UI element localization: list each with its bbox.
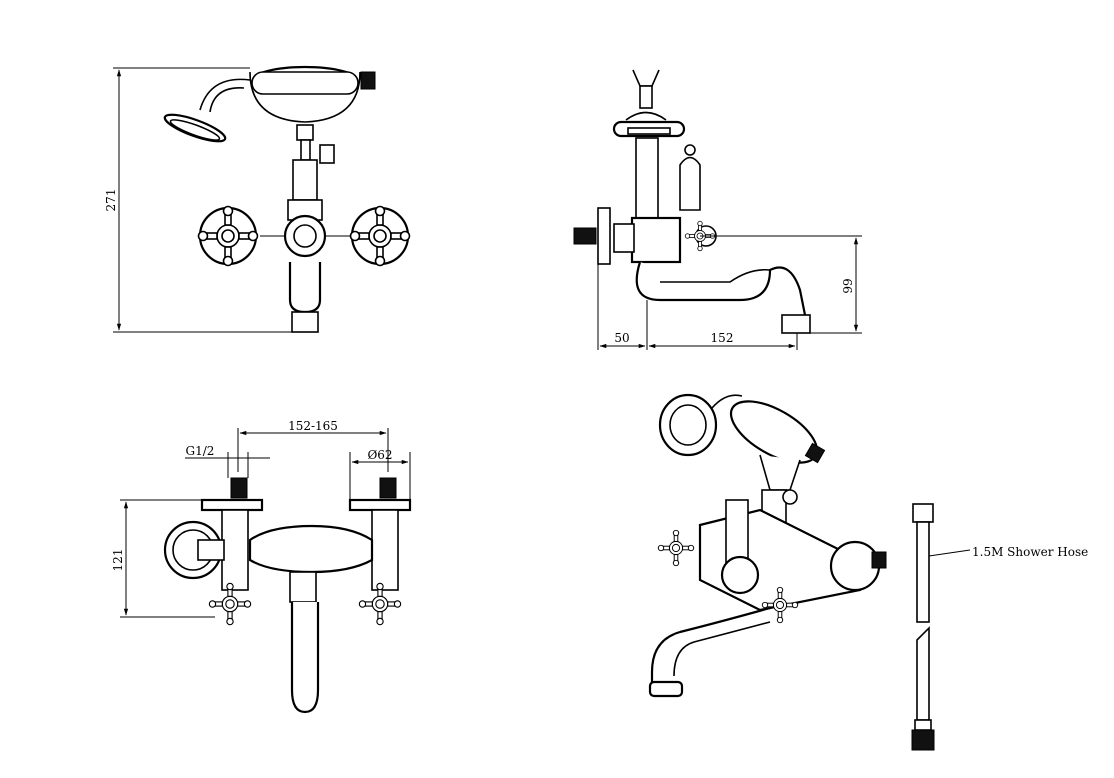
cross-handle-icon bbox=[657, 529, 695, 567]
cross-handle-icon bbox=[197, 205, 259, 267]
side-view: 99 50 152 bbox=[573, 69, 862, 350]
centers-label: 152-165 bbox=[288, 419, 338, 433]
handshower-icon bbox=[163, 65, 376, 143]
cross-handle-icon bbox=[349, 205, 411, 267]
hose-label: 1.5M Shower Hose bbox=[972, 545, 1088, 559]
thread-label: G1/2 bbox=[186, 444, 215, 458]
spout-152-label: 152 bbox=[711, 331, 734, 345]
hose-icon bbox=[911, 503, 935, 751]
height-99-label: 99 bbox=[841, 278, 855, 293]
flange-label: Ø62 bbox=[367, 448, 392, 462]
front-view: 271 bbox=[104, 65, 411, 333]
height-271-label: 271 bbox=[104, 189, 118, 212]
top-view: 152-165 G1/2 Ø62 121 bbox=[111, 419, 412, 714]
iso-view: 1.5M Shower Hose bbox=[648, 393, 1088, 751]
depth-label: 121 bbox=[111, 549, 125, 572]
offset-50-label: 50 bbox=[614, 331, 629, 345]
